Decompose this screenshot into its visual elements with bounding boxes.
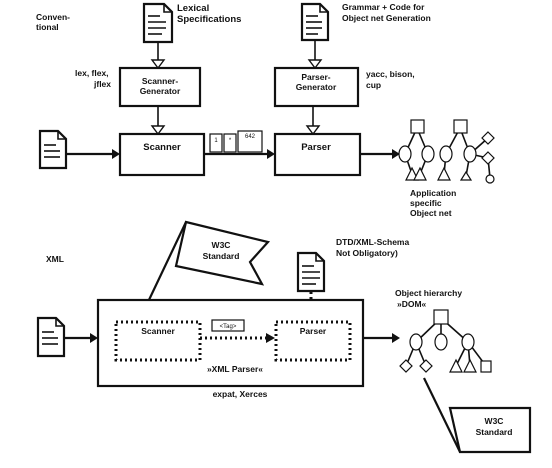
dom-tree-graph [399, 309, 492, 373]
conventional-label: Conven- [36, 12, 70, 22]
input-arrowhead-2 [90, 333, 98, 343]
w3c-label-1: W3C [212, 240, 231, 250]
token-3 [237, 130, 263, 153]
input-arrowhead-1 [112, 149, 120, 159]
tag-label: <Tag> [220, 324, 237, 330]
parser-label: Parser [301, 142, 331, 153]
grammar-label: Grammar + Code for [342, 2, 425, 12]
xml-inner-parser-box [274, 320, 352, 362]
xml-parser-label: »XML Parser« [207, 364, 263, 374]
scanner-gen-arrowhead [150, 125, 166, 136]
token-1-label: 1 [214, 138, 218, 144]
jflex-label: jflex [93, 79, 111, 89]
dtd-document [296, 251, 326, 293]
specifications-label: Specifications [177, 14, 241, 25]
specific-label: specific [410, 198, 442, 208]
parser-generator-label-1: Parser- [301, 72, 330, 82]
grammar-arrowhead [307, 59, 323, 70]
dtd-schema-label: DTD/XML-Schema [336, 237, 409, 247]
object-net-generation-label: Object net Generation [342, 13, 431, 23]
xml-inner-parser-label: Parser [300, 326, 327, 336]
cup-label: cup [366, 80, 381, 90]
scanner-generator-label-1: Scanner- [142, 76, 179, 86]
inner-arrowhead [266, 333, 275, 343]
parser-generator-box [273, 66, 360, 108]
dom-label: »DOM« [397, 299, 427, 309]
conventional-label-2: tional [36, 22, 59, 32]
parser-generator-label-2: Generator [296, 82, 337, 92]
scanner-label: Scanner [143, 142, 181, 153]
token-1 [209, 133, 223, 153]
scanner-generator-box [118, 66, 202, 108]
output-arrowhead-2 [392, 333, 400, 343]
xml-label: XML [46, 254, 64, 264]
token-2-label: * [229, 138, 232, 144]
scanner-box [118, 132, 206, 177]
scanner-generator-label-2: Generator [140, 86, 181, 96]
expat-xerces-label: expat, Xerces [213, 389, 268, 399]
w3c-flag-top [147, 220, 271, 303]
not-obligatory-label: Not Obligatory) [336, 248, 398, 258]
lex-spec-arrowhead [150, 59, 166, 70]
output-arrowhead-1 [392, 149, 400, 159]
w3c-flag-bottom [423, 377, 532, 454]
parser-gen-arrowhead [305, 125, 321, 136]
source-document-2 [36, 316, 66, 358]
token-3-label: 642 [245, 134, 256, 140]
w3c-label-2: W3C [485, 416, 504, 426]
token-2 [223, 133, 237, 153]
token-stream-arrowhead [267, 149, 275, 159]
object-net-label: Object net [410, 208, 452, 218]
lexical-label: Lexical [177, 3, 209, 14]
parser-box [273, 132, 362, 177]
grammar-document [300, 2, 330, 42]
application-label: Application [410, 188, 456, 198]
lex-flex-label: lex, flex, [75, 68, 109, 78]
tag-box [211, 319, 245, 332]
object-hierarchy-label: Object hierarchy [395, 288, 462, 298]
source-document-1 [38, 129, 68, 170]
xml-scanner-box [114, 320, 202, 362]
lexical-spec-document [142, 2, 174, 44]
standard-label-2: Standard [476, 427, 513, 437]
standard-label-1: Standard [203, 251, 240, 261]
object-net-graph [398, 119, 495, 184]
yacc-bison-label: yacc, bison, [366, 69, 415, 79]
xml-scanner-label: Scanner [141, 326, 175, 336]
